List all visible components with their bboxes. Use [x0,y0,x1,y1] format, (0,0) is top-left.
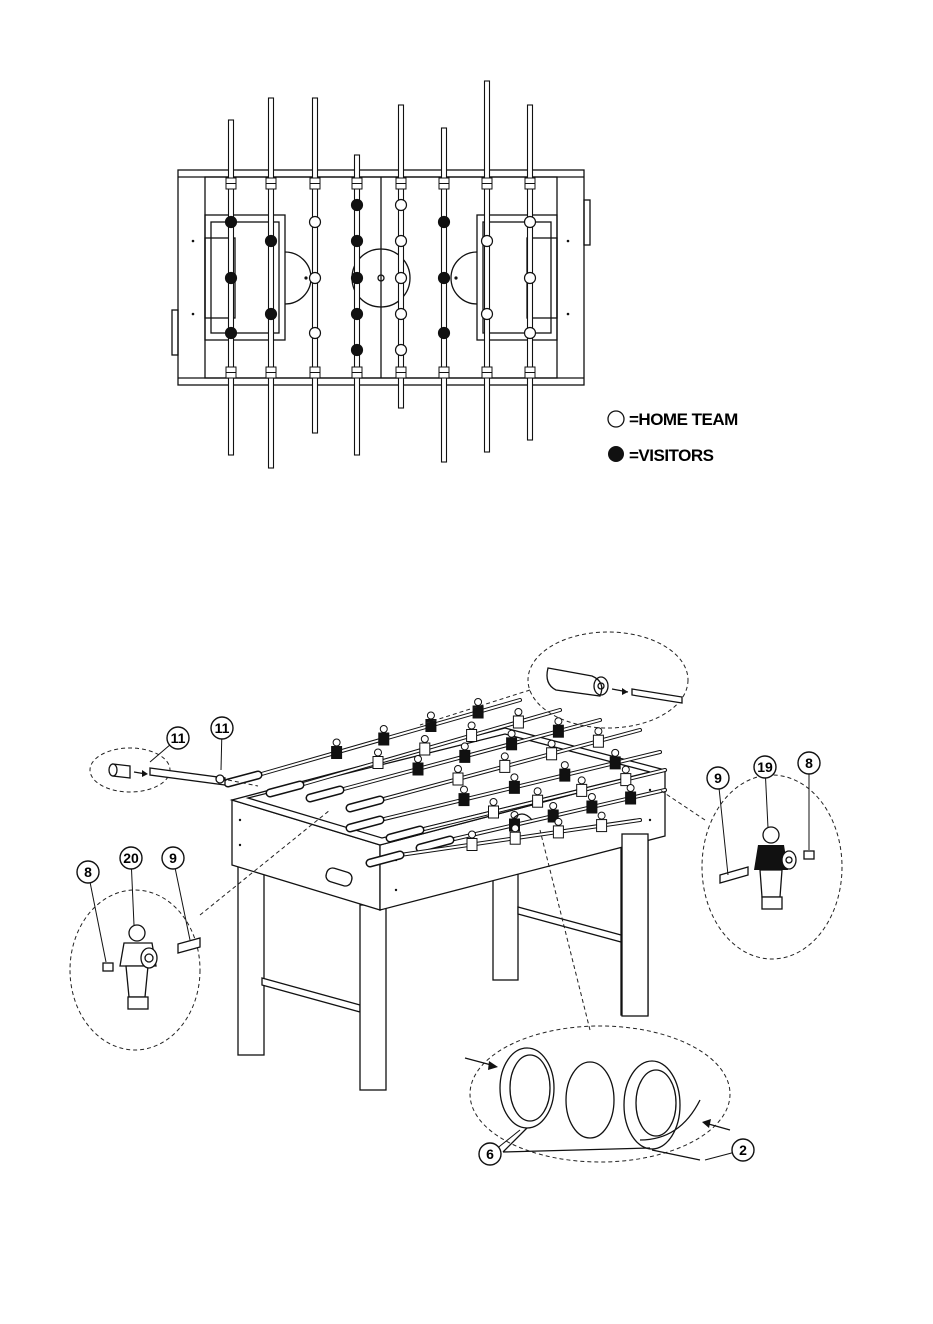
visitor-player [226,217,237,228]
home-player [489,806,499,818]
home-player [373,757,383,769]
visitor-player [379,733,389,745]
visitor-player [352,200,363,211]
rod-6 [439,128,450,462]
callout-c11b: 11 [211,717,233,770]
callout-number: 20 [123,850,139,866]
home-player [577,784,587,796]
callout-c19: 19 [754,756,776,828]
callout-number: 6 [486,1146,494,1162]
visitor-player [553,725,563,737]
table-isometric-view [228,699,665,1091]
home-team-label: =HOME TEAM [629,410,738,429]
visitor-player [266,309,277,320]
visitor-player [459,794,469,806]
visitor-player [460,750,470,762]
visitor-player [610,757,620,769]
rod-4 [352,155,363,455]
home-player [482,309,493,320]
callout-c9a: 9 [162,847,190,940]
callout-c9b: 9 [707,767,729,875]
visitor-player [439,273,450,284]
callout-number: 8 [84,864,92,880]
rod-5 [396,105,407,408]
leg-front-left [360,905,386,1090]
callout-number: 11 [215,720,230,736]
callout-c8a: 8 [77,861,106,962]
home-player [310,273,321,284]
rod-shaft [229,120,234,455]
rod-shaft [269,98,274,468]
visitor-player [439,328,450,339]
callout-number: 8 [805,755,813,771]
home-player [525,273,536,284]
home-player [396,236,407,247]
home-player [621,774,631,786]
visitor-player [352,309,363,320]
rod-shaft [399,105,404,408]
visitors-label: =VISITORS [629,446,714,465]
leg-front-right-post [622,834,648,1016]
visitor-player [507,738,517,750]
callout-number: 2 [739,1142,747,1158]
visitor-player [439,217,450,228]
home-player [500,760,510,772]
callout-number: 19 [757,759,773,775]
callout-c20: 20 [120,847,142,925]
callout-number: 9 [714,770,722,786]
visitor-player [509,781,519,793]
rod-shaft [485,81,490,452]
rod-2 [266,98,277,468]
callout-c2: 2 [705,1139,754,1161]
home-team-symbol [608,411,624,427]
visitor-player [226,273,237,284]
callout-c11a: 11 [150,727,189,762]
callout-number: 9 [169,850,177,866]
home-player [513,716,523,728]
visitor-player [266,236,277,247]
home-player [597,820,607,832]
home-player [396,309,407,320]
callout-number: 11 [171,730,186,746]
visitor-player [352,236,363,247]
visitor-player [226,328,237,339]
table-top-view [172,81,590,468]
home-player [310,217,321,228]
home-player [510,832,520,844]
home-player [396,200,407,211]
legend: =HOME TEAM =VISITORS [608,410,738,465]
visitor-player [560,769,570,781]
visitors-symbol [608,446,624,462]
visitor-player [587,801,597,813]
home-player [467,730,477,742]
home-player [547,748,557,760]
home-player [396,345,407,356]
home-player [396,273,407,284]
home-player [453,773,463,785]
visitor-player [626,792,636,804]
callout-c6: 6 [479,1130,520,1165]
leg-back-left [238,855,264,1055]
rod-3 [310,98,321,433]
home-player [482,236,493,247]
callout-c8b: 8 [798,752,820,850]
home-player [553,826,563,838]
visitor-player [352,273,363,284]
visitor-player [352,345,363,356]
home-player [310,328,321,339]
visitor-player [426,720,436,732]
home-player [593,735,603,747]
home-player [467,839,477,851]
home-figure-detail [660,775,842,959]
home-player [420,743,430,755]
visitor-player [413,763,423,775]
home-player [525,217,536,228]
rod-8 [525,105,536,440]
home-player [533,795,543,807]
visitor-player [332,747,342,759]
home-player [525,328,536,339]
rod-shaft [313,98,318,433]
